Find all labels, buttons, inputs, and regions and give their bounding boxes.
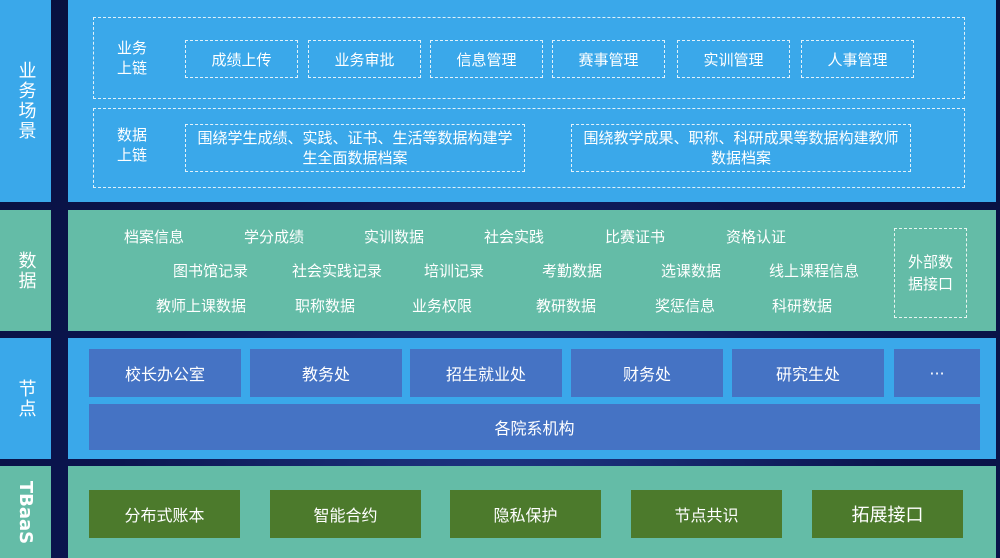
data-item: 培训记录	[424, 262, 485, 280]
data-item: 社会实践	[484, 228, 545, 246]
node-finance: 财务处	[571, 349, 723, 397]
business-data-teacher-archive: 围绕教学成果、职称、科研成果等数据构建教师数据档案	[571, 124, 911, 172]
data-item: 教研数据	[536, 297, 597, 315]
data-item: 奖惩信息	[655, 297, 716, 315]
node-principal-office: 校长办公室	[89, 349, 241, 397]
business-group-chain	[93, 17, 965, 99]
data-item: 科研数据	[772, 297, 833, 315]
business-group-data-label: 数据上链	[116, 126, 147, 164]
tbaas-privacy-protection: 隐私保护	[450, 490, 601, 538]
business-item-contest-mgmt: 赛事管理	[552, 40, 665, 78]
business-item-info-mgmt: 信息管理	[430, 40, 543, 78]
external-data-interface: 外部数据接口	[894, 228, 967, 318]
tbaas-extension-interface: 拓展接口	[812, 490, 963, 538]
business-item-training-mgmt: 实训管理	[677, 40, 790, 78]
business-item-approval: 业务审批	[308, 40, 421, 78]
business-item-grade-upload: 成绩上传	[185, 40, 298, 78]
tbaas-smart-contract: 智能合约	[270, 490, 421, 538]
data-item: 教师上课数据	[156, 297, 247, 315]
data-item: 职称数据	[295, 297, 356, 315]
business-group-data	[93, 108, 965, 188]
node-admissions-employment: 招生就业处	[410, 349, 562, 397]
nodes-panel: 校长办公室 教务处 招生就业处 财务处 研究生处 ··· 各院系机构	[68, 338, 996, 459]
data-item: 资格认证	[726, 228, 787, 246]
data-item: 档案信息	[124, 228, 185, 246]
data-item: 线上课程信息	[769, 262, 860, 280]
layer-label-data: 数据	[0, 210, 51, 331]
data-item: 图书馆记录	[173, 262, 249, 280]
data-item: 比赛证书	[605, 228, 666, 246]
business-data-student-archive: 围绕学生成绩、实践、证书、生活等数据构建学生全面数据档案	[185, 124, 525, 172]
business-item-hr-mgmt: 人事管理	[801, 40, 914, 78]
node-colleges: 各院系机构	[89, 404, 980, 450]
data-item: 社会实践记录	[292, 262, 383, 280]
tbaas-distributed-ledger: 分布式账本	[89, 490, 240, 538]
data-item: 学分成绩	[244, 228, 305, 246]
tbaas-panel: 分布式账本 智能合约 隐私保护 节点共识 拓展接口	[68, 466, 996, 558]
data-item: 考勤数据	[542, 262, 603, 280]
layer-label-business: 业务场景	[0, 0, 51, 202]
node-more: ···	[894, 349, 980, 397]
business-group-chain-label: 业务上链	[116, 39, 147, 77]
data-item: 选课数据	[661, 262, 722, 280]
node-academic-affairs: 教务处	[250, 349, 402, 397]
layer-label-tbaas: TBaaS	[0, 466, 51, 558]
data-panel: 档案信息 学分成绩 实训数据 社会实践 比赛证书 资格认证 图书馆记录 社会实践…	[68, 210, 996, 331]
data-item: 实训数据	[364, 228, 425, 246]
tbaas-node-consensus: 节点共识	[631, 490, 782, 538]
node-graduate-school: 研究生处	[732, 349, 884, 397]
layer-label-nodes: 节点	[0, 338, 51, 459]
business-panel: 业务上链 成绩上传 业务审批 信息管理 赛事管理 实训管理 人事管理 数据上链 …	[68, 0, 996, 202]
data-item: 业务权限	[412, 297, 473, 315]
